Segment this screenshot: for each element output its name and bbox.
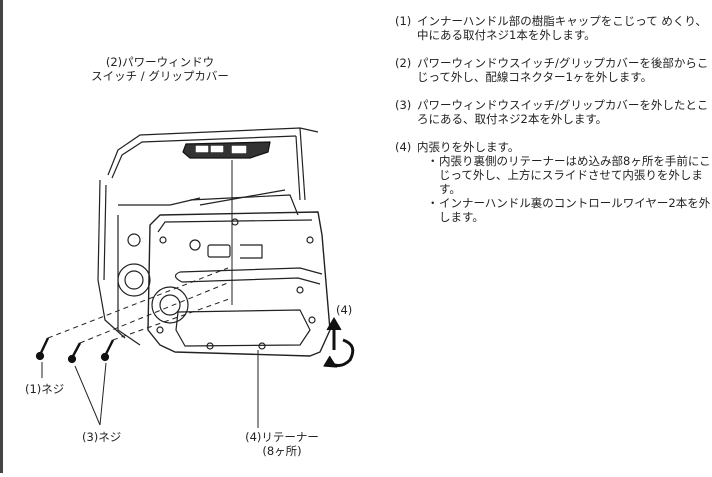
door-illustration (35, 127, 355, 428)
screw-1-label: (1)ネジ (25, 382, 65, 396)
switch-cover-label: (2)パワーウィンドウ スイッチ / グリップカバー (70, 55, 250, 83)
sub-bullet: ・ (427, 154, 439, 168)
step-number: (3) (395, 98, 412, 112)
step-1: (1) インナーハンドル部の樹脂キャップをこじって めくり、中にある取付ネジ1本… (395, 14, 712, 42)
step-3: (3) パワーウィンドウスイッチ/グリップカバーを外したところにある、取付ネジ2… (395, 98, 712, 126)
step-text: パワーウィンドウスイッチ/グリップカバーを外したところにある、取付ネジ2本を外し… (417, 98, 709, 126)
step-text: 内張りを外します。 (417, 140, 520, 154)
retainer-label-line1: (4)リテーナー (245, 430, 319, 444)
switch-cover-label-line2: スイッチ / グリップカバー (91, 69, 229, 83)
sub-item-text: 内張り裏側のリテーナーはめ込み部8ヶ所を手前にこじって外し、上方にスライドさせて… (439, 154, 711, 196)
door-trim-diagram: (2)パワーウィンドウ スイッチ / グリップカバー (1)ネジ (3)ネジ (… (25, 55, 355, 458)
sub-item: ・ インナーハンドル裏のコントロールワイヤー2本を外します。 (427, 196, 712, 224)
switch-cover-label-line1: (2)パワーウィンドウ (105, 55, 215, 69)
step-text: パワーウィンドウスイッチ/グリップカバーを後部からこじって外し、配線コネクター1… (417, 56, 709, 84)
step-number: (2) (395, 56, 412, 70)
sub-item: ・ 内張り裏側のリテーナーはめ込み部8ヶ所を手前にこじって外し、上方にスライドさ… (427, 154, 712, 196)
screw-3-label: (3)ネジ (82, 430, 122, 444)
step-text: インナーハンドル部の樹脂キャップをこじって めくり、中にある取付ネジ1本を外しま… (417, 14, 707, 42)
retainer-label-line2: (8ヶ所) (262, 444, 302, 458)
sub-item-text: インナーハンドル裏のコントロールワイヤー2本を外します。 (439, 196, 711, 224)
step-4: (4) 内張りを外します。 ・ 内張り裏側のリテーナーはめ込み部8ヶ所を手前にこ… (395, 140, 712, 224)
step-number: (1) (395, 14, 412, 28)
sub-bullet: ・ (427, 196, 439, 210)
arrow-step-label: (4) (336, 303, 353, 317)
retainer-label: (4)リテーナー (8ヶ所) (232, 430, 332, 458)
step-number: (4) (395, 140, 412, 154)
step-4-sub-list: ・ 内張り裏側のリテーナーはめ込み部8ヶ所を手前にこじって外し、上方にスライドさ… (417, 154, 712, 224)
left-frame-border (0, 0, 3, 473)
instruction-steps: (1) インナーハンドル部の樹脂キャップをこじって めくり、中にある取付ネジ1本… (395, 14, 712, 238)
step-2: (2) パワーウィンドウスイッチ/グリップカバーを後部からこじって外し、配線コネ… (395, 56, 712, 84)
